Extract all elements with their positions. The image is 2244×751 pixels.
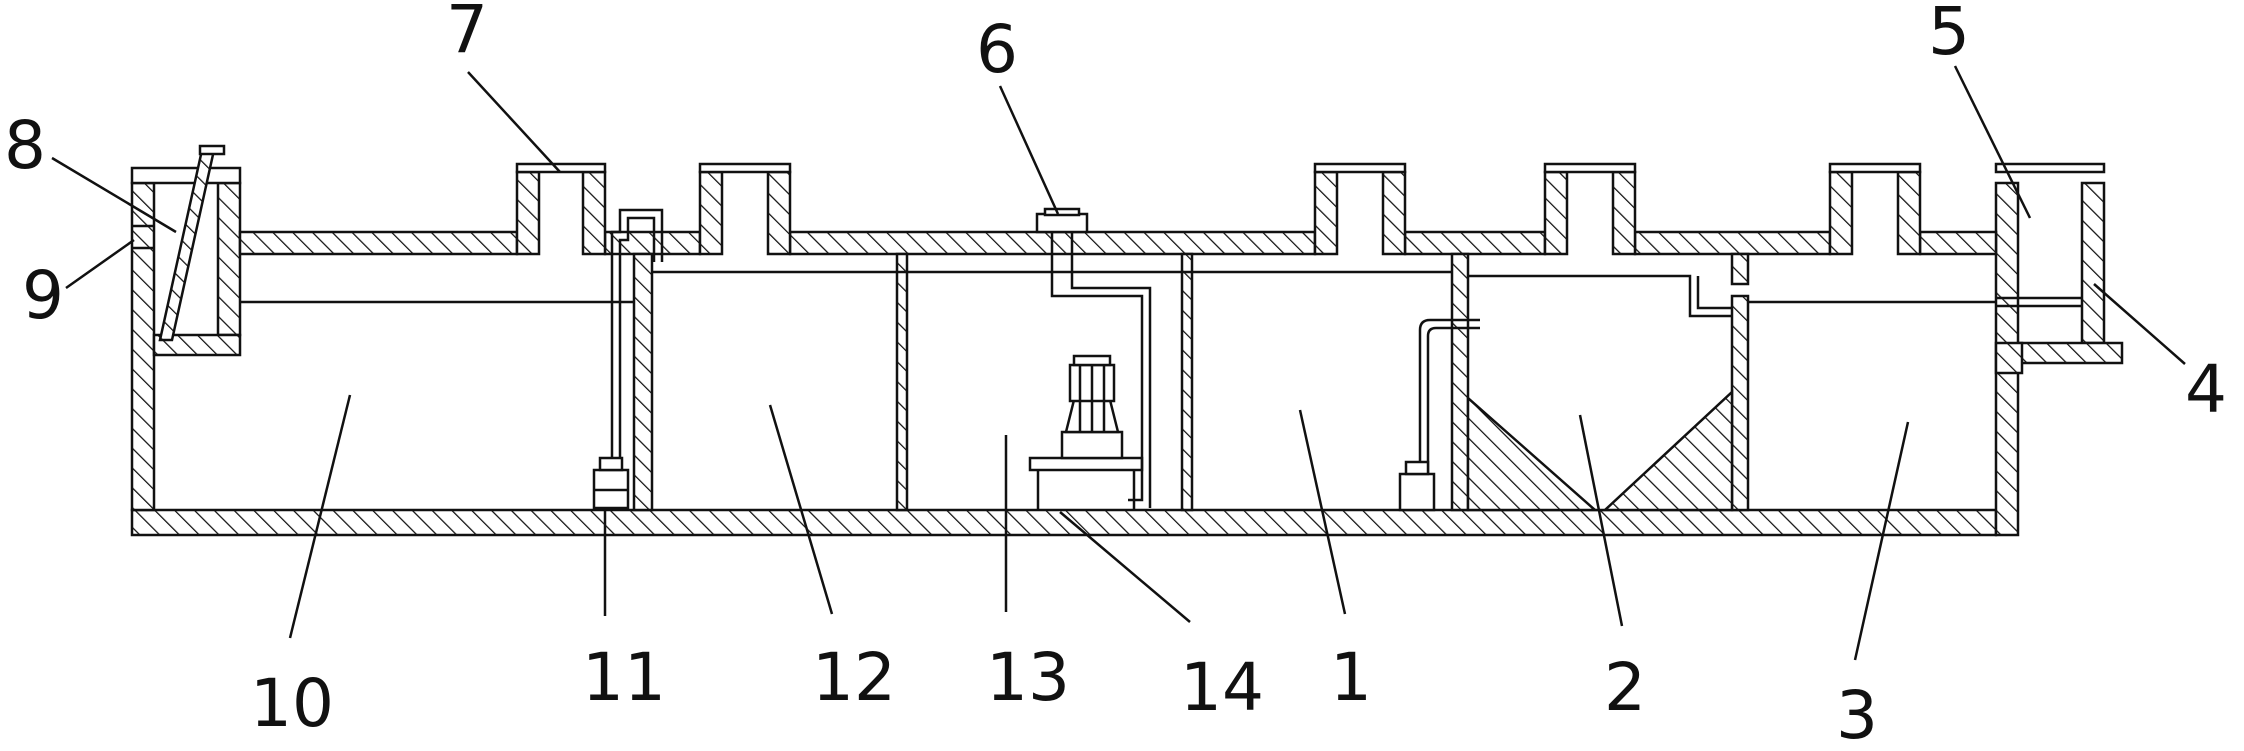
leader-5 [1953,65,2032,219]
hopper-left [1466,395,1599,512]
riser-5-left [1828,170,1854,256]
outlet-shoulder [1994,341,2024,375]
riser-4-left [1543,170,1569,256]
hopper-right [1601,389,1734,512]
tank-walls [130,170,2124,537]
riser-1-right [581,170,607,256]
weir-pipe-outer [1680,274,1732,318]
label-5: 5 [1928,0,1970,70]
transfer-pump-assembly [1398,318,1480,512]
transfer-pipe-outer [1418,318,1480,488]
outlet-chamber-bottom [2016,341,2124,365]
air-pipe-inner [1070,232,1152,508]
water-levels [240,270,2082,308]
leader-2 [1578,414,1624,627]
transfer-pipe-inner [1426,326,1480,488]
screen-handle [198,144,226,156]
leader-6 [998,85,1060,215]
label-13: 13 [986,639,1070,716]
manhole-lid-outlet [1994,162,2106,174]
riser-4-right [1611,170,1637,256]
left-outer-wall [130,181,156,512]
aeration-unit [1028,232,1152,510]
pump-1-body [1398,472,1436,512]
roof-segment-e [1633,230,1832,256]
riser-2-right [766,170,792,256]
lift-pump-assembly [592,208,664,510]
label-4: 4 [2185,351,2227,428]
label-1: 1 [1330,639,1372,716]
overflow-weir [1680,274,1732,318]
roof-segment-f [1918,230,1998,256]
outlet-chamber-outer-wall [2080,181,2106,345]
label-9: 9 [22,257,64,334]
manhole-lid-5 [1828,162,1922,174]
label-6: 6 [976,11,1018,88]
riser-1-left [515,170,541,256]
leader-lines [51,65,2186,661]
label-12: 12 [812,639,896,716]
riser-2-left [698,170,724,256]
weir-pipe-inner [1696,276,1732,310]
blower-cap [1072,354,1112,367]
pump-1-top [1404,460,1430,476]
riser-3-left [1313,170,1339,256]
riser-5-right [1896,170,1922,256]
roof-segment-d [1403,230,1547,256]
blower-base [1060,430,1124,460]
leader-8 [51,156,177,234]
manhole-lid-3 [1313,162,1407,174]
label-2: 2 [1604,649,1646,726]
leader-10 [288,394,352,639]
leader-1 [1298,409,1347,615]
partition-1-2 [1450,252,1470,512]
manhole-lid-4 [1543,162,1637,174]
label-10: 10 [250,665,334,742]
blower-platform [1028,456,1144,472]
leader-4 [2093,283,2186,365]
partition-2-3 [1730,294,1750,512]
inlet-chamber-ledge [152,333,242,357]
leader-9 [65,238,135,290]
manhole-lid-1 [515,162,607,174]
roof-segment-a [238,230,519,256]
leader-3 [1853,421,1910,661]
inlet-screen [132,144,226,342]
pump-11-top [598,456,624,472]
partition-13-1 [1180,252,1194,512]
lift-pipe-outer [610,208,664,500]
partition-12-13 [895,252,909,512]
vent-cap [1035,212,1089,234]
air-pipe [1050,232,1144,502]
callout-labels: 7 8 9 6 5 4 10 11 12 13 14 1 2 3 [4,0,2227,751]
leader-7 [467,71,561,173]
label-11: 11 [582,639,666,716]
manhole-lid-2 [698,162,792,174]
label-3: 3 [1836,677,1878,751]
vent-cap-top [1043,207,1081,217]
leader-14 [1059,511,1191,623]
riser-3-right [1381,170,1407,256]
leader-12 [768,404,834,615]
label-8: 8 [4,107,46,184]
baffle-2-top [1730,252,1750,286]
manhole-lids [130,162,2106,234]
label-14: 14 [1180,649,1264,726]
inlet-cover [130,166,242,185]
inlet-chamber-wall [216,181,242,337]
lift-pipe-inner [618,216,656,500]
label-7: 7 [446,0,488,68]
partition-10-12 [632,252,654,512]
